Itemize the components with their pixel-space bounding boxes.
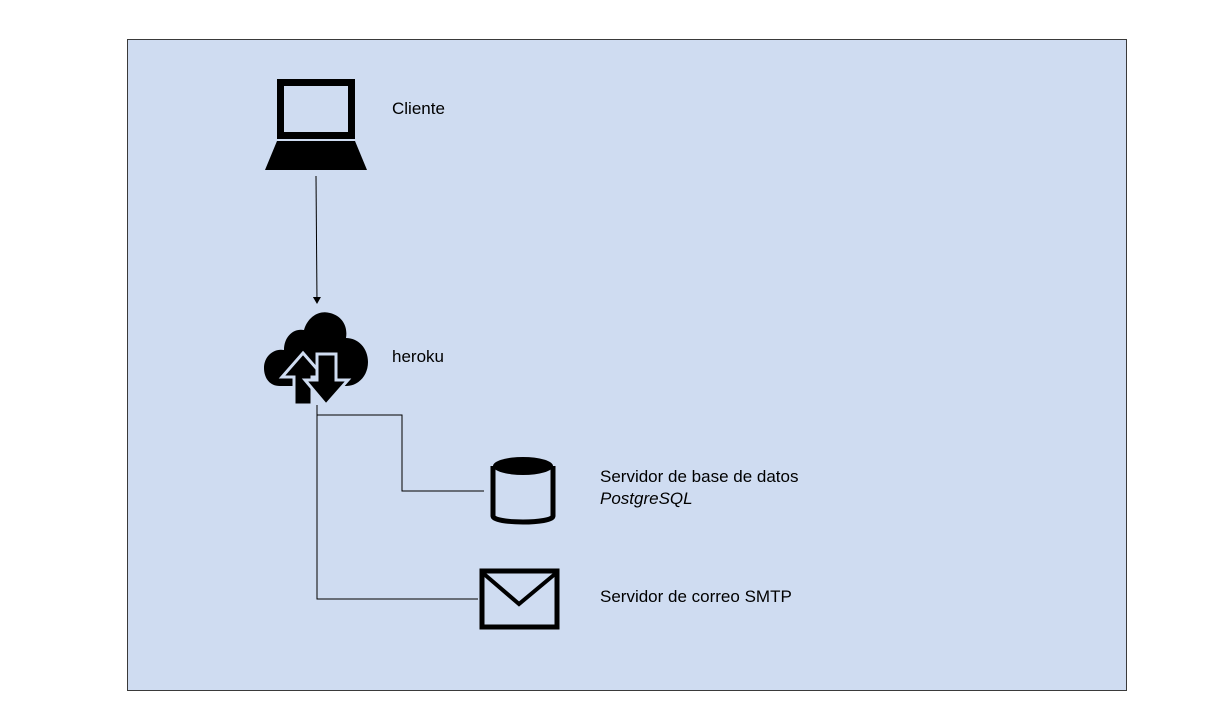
cloud-upload-download-icon — [264, 310, 369, 408]
edge-client-heroku — [312, 175, 321, 304]
edge-heroku-mail — [316, 405, 478, 600]
database-icon — [490, 454, 556, 528]
edge-heroku-database — [316, 405, 484, 492]
laptop-icon — [264, 77, 368, 171]
client-label: Cliente — [392, 99, 445, 118]
mail-icon — [479, 568, 560, 630]
database-label: Servidor de base de datos — [600, 467, 799, 486]
mail-label: Servidor de correo SMTP — [600, 587, 792, 606]
heroku-label: heroku — [392, 347, 444, 366]
database-sublabel: PostgreSQL — [600, 489, 693, 508]
